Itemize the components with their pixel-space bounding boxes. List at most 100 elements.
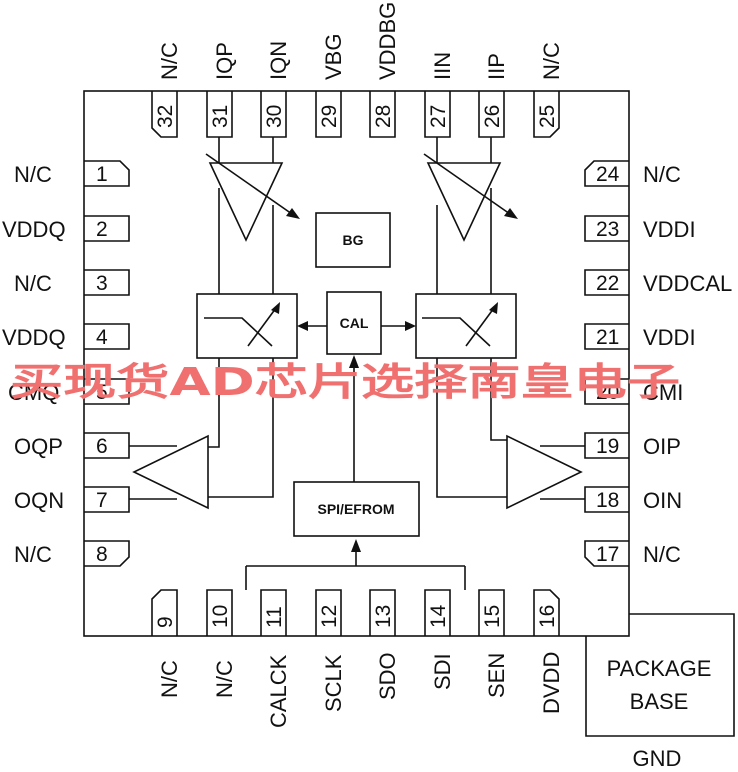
pin-label: N/C [157, 660, 182, 698]
gnd-label: GND [633, 746, 682, 771]
pin-16: 16 DVDD [533, 589, 564, 714]
wire-q-out-bottom [208, 358, 274, 498]
pin-14: 14 SDI [424, 589, 455, 690]
pin-label: VDDI [643, 325, 696, 350]
pin-label: N/C [212, 660, 237, 698]
i-filter-curve [422, 317, 491, 347]
pin-number: 30 [263, 105, 286, 128]
q-filter-arrowhead [271, 302, 280, 314]
pin-label: VDDQ [2, 325, 66, 350]
pin-15: 15 SEN [478, 589, 509, 698]
pin-27: 27 IIN [424, 52, 455, 138]
q-filter-block [196, 293, 298, 359]
chip-body [83, 90, 630, 637]
pin-number: 18 [596, 489, 619, 512]
pin-number: 2 [96, 218, 108, 241]
q-filter-arrow [247, 307, 277, 347]
pin-number: 27 [427, 105, 450, 128]
wire-q-out-top [208, 358, 220, 448]
pin-number: 31 [209, 105, 232, 128]
i-amp-arrowhead [504, 208, 518, 219]
wire-i-out-top [490, 358, 507, 441]
pin-23: 23 VDDI [584, 215, 696, 242]
pin-32: 32 N/C [151, 42, 182, 138]
pin-label: VBG [321, 34, 346, 80]
i-output-amp [506, 434, 583, 510]
pin-3: 3 N/C [14, 269, 130, 296]
pin-4: 4 VDDQ [2, 323, 130, 350]
pin-number: 12 [318, 605, 341, 628]
pin-22: 22 VDDCAL [584, 269, 732, 296]
i-filter-block [415, 293, 517, 359]
pin-29: 29 VBG [315, 34, 346, 138]
pin-number: 17 [596, 543, 619, 566]
pin-label: IIN [430, 52, 455, 80]
cal-arrowhead-right [405, 321, 416, 331]
pin-label: VDDBG [375, 2, 400, 80]
pin-10: 10 N/C [206, 589, 237, 698]
pin-9: 9 N/C [151, 589, 182, 698]
pin-number: 10 [209, 605, 232, 628]
cal-block [326, 291, 382, 355]
pin-1: 1 N/C [14, 160, 130, 187]
spi-to-cal-arrowhead [349, 355, 359, 368]
q-input-amp [208, 162, 284, 242]
pin-26: 26 IIP [478, 53, 509, 138]
q-amp-arrowhead [286, 208, 300, 219]
cal-label: CAL [340, 315, 369, 331]
pin-label: IQP [212, 42, 237, 80]
package-base-line1: PACKAGE [607, 656, 712, 681]
pin-label: N/C [643, 542, 681, 567]
pin-number: 21 [596, 326, 619, 349]
pin-12: 12 SCLK [315, 589, 346, 712]
pin-label: SDO [375, 652, 400, 700]
pin-number: 25 [536, 105, 559, 128]
pin-30: 30 IQN [260, 41, 291, 138]
pin-number: 24 [596, 163, 620, 186]
wire-i-out-bottom [436, 358, 507, 498]
pin-label: OQN [14, 488, 64, 513]
pin-8: 8 N/C [14, 540, 130, 567]
pin-label: N/C [14, 162, 52, 187]
pin-number: 19 [596, 435, 619, 458]
spi-label: SPI/EFROM [317, 501, 394, 517]
watermark-text: 买现货AD芯片选择南皇电子 [10, 360, 680, 404]
pin-18: 18 OIN [584, 486, 682, 513]
q-filter-curve [204, 317, 273, 347]
pin-20: 20 CMI [584, 378, 683, 405]
pin-label: N/C [539, 42, 564, 80]
pin-label: N/C [14, 271, 52, 296]
pin-number: 14 [427, 604, 450, 628]
pin-19: 19 OIP [584, 432, 681, 459]
pin-label: CMQ [8, 380, 59, 405]
pin-label: SDI [430, 653, 455, 690]
package-base-line2: BASE [630, 689, 689, 714]
pin-number: 13 [372, 605, 395, 628]
pin-label: N/C [157, 42, 182, 80]
pin-label: CMI [643, 380, 683, 405]
pin-label: OQP [14, 434, 63, 459]
pin-number: 7 [96, 489, 108, 512]
pin-label: SEN [484, 653, 509, 698]
pin-25: 25 N/C [533, 42, 564, 138]
pin-number: 9 [154, 616, 177, 628]
pin-label: CALCK [266, 654, 291, 728]
pin-number: 1 [96, 163, 108, 186]
pin-label: VDDQ [2, 217, 66, 242]
pin-24: 24 N/C [584, 160, 681, 187]
pin-number: 5 [96, 381, 108, 404]
pin-number: 3 [96, 272, 108, 295]
pin-number: 15 [481, 605, 504, 628]
pin-number: 20 [596, 381, 619, 404]
pin-label: N/C [14, 542, 52, 567]
pin-number: 4 [96, 326, 108, 349]
pin-number: 16 [536, 605, 559, 628]
pin-13: 13 SDO [369, 589, 400, 700]
bg-label: BG [343, 232, 364, 248]
pin-31: 31 IQP [206, 42, 237, 138]
bg-block [315, 212, 391, 268]
cal-arrowhead-left [297, 321, 308, 331]
pin-number: 23 [596, 218, 619, 241]
pin-number: 28 [372, 105, 395, 128]
